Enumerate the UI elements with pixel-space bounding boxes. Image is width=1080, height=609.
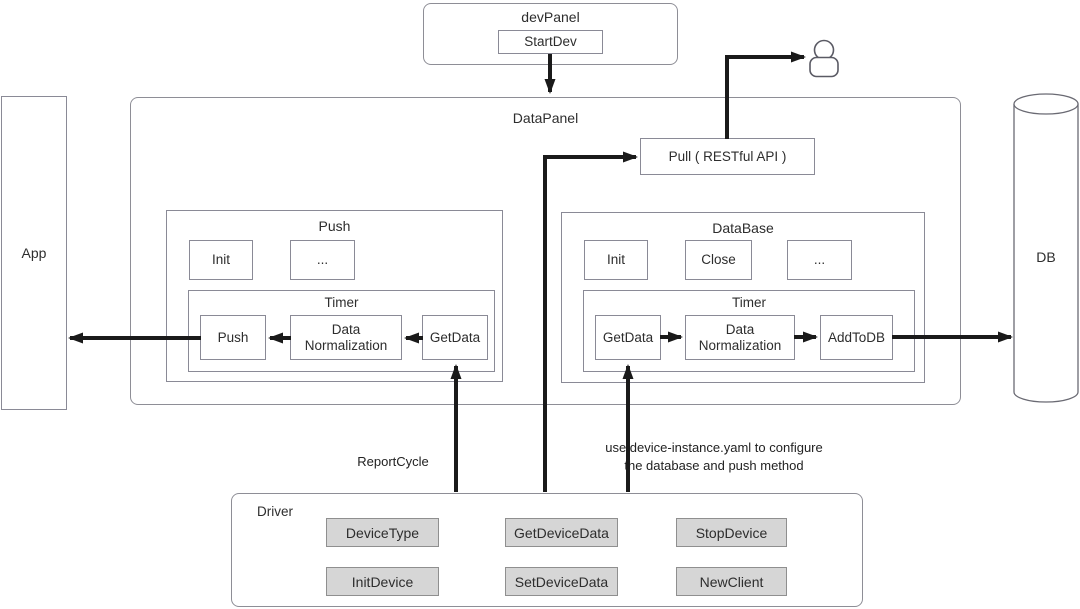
database-init-label: Init	[606, 252, 625, 268]
push-more-button: ...	[290, 240, 355, 280]
reportcycle-label: ReportCycle	[357, 454, 429, 469]
push-step-push: Push	[200, 315, 266, 360]
push-init-label: Init	[211, 252, 230, 268]
pull-label: Pull ( RESTful API )	[668, 148, 787, 164]
push-step-getdata: GetData	[422, 315, 488, 360]
getdevicedata-label: GetDeviceData	[514, 524, 609, 541]
database-init-button: Init	[584, 240, 648, 280]
app-label: App	[21, 244, 47, 261]
driver-button-getdevicedata: GetDeviceData	[505, 518, 618, 547]
database-step-getdata-label: GetData	[602, 329, 654, 345]
driver-button-devicetype: DeviceType	[326, 518, 439, 547]
driver-button-newclient: NewClient	[676, 567, 787, 596]
driver-button-setdevicedata: SetDeviceData	[505, 567, 618, 596]
datapanel-title: DataPanel	[512, 110, 579, 126]
push-step-normalization-label: Data Normalization	[304, 321, 388, 353]
push-step-normalization: Data Normalization	[290, 315, 402, 360]
database-module-title: DataBase	[712, 220, 774, 236]
driver-button-stopdevice: StopDevice	[676, 518, 787, 547]
push-step-getdata-label: GetData	[429, 329, 481, 345]
user-icon	[809, 39, 839, 78]
config-note: use device-instance.yaml to configure th…	[593, 439, 835, 474]
push-more-label: ...	[316, 252, 329, 268]
config-note-line1: use device-instance.yaml to configure	[605, 440, 823, 455]
setdevicedata-label: SetDeviceData	[514, 573, 609, 590]
database-step-addtodb: AddToDB	[820, 315, 893, 360]
driver-title: Driver	[257, 504, 293, 519]
push-init-button: Init	[189, 240, 253, 280]
config-note-line2: the database and push method	[624, 457, 804, 473]
app-box: App	[1, 96, 67, 410]
database-step-normalization: Data Normalization	[685, 315, 795, 360]
push-module-title: Push	[318, 218, 351, 234]
driver-button-initdevice: InitDevice	[326, 567, 439, 596]
database-more-button: ...	[787, 240, 852, 280]
database-close-button: Close	[685, 240, 752, 280]
database-step-normalization-label: Data Normalization	[698, 321, 782, 353]
database-more-label: ...	[813, 252, 826, 268]
initdevice-label: InitDevice	[351, 573, 414, 590]
devicetype-label: DeviceType	[345, 524, 420, 541]
newclient-label: NewClient	[699, 573, 764, 590]
database-timer-title: Timer	[732, 295, 766, 310]
database-close-label: Close	[701, 252, 736, 268]
startdev-label: StartDev	[524, 34, 577, 50]
push-timer-title: Timer	[324, 295, 359, 310]
db-label: DB	[1036, 249, 1055, 265]
database-step-getdata: GetData	[595, 315, 661, 360]
db-cylinder: DB	[1013, 93, 1079, 403]
push-step-push-label: Push	[217, 329, 249, 345]
startdev-button: StartDev	[498, 30, 603, 54]
pull-restful-api-box: Pull ( RESTful API )	[640, 138, 815, 175]
stopdevice-label: StopDevice	[695, 524, 768, 541]
devpanel-title: devPanel	[521, 9, 580, 25]
database-step-addtodb-label: AddToDB	[827, 329, 886, 345]
